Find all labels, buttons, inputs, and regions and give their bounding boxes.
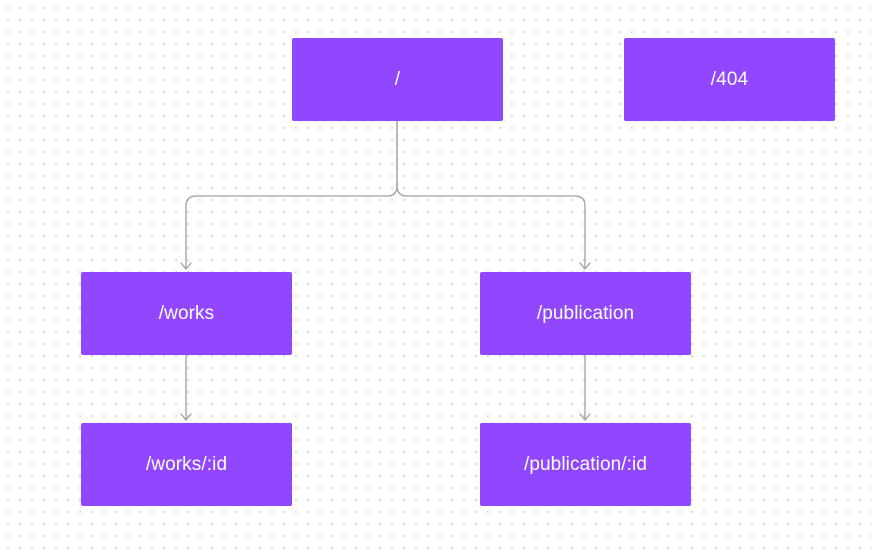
node-not-found[interactable]: /404 [624,38,835,121]
node-root[interactable]: / [292,38,503,121]
node-publication-label: /publication [536,302,635,324]
edge-root-to-publication [396,120,586,269]
edge-root-to-works [185,120,398,269]
node-works-id-label: /works/:id [145,453,228,475]
arrowhead-works [180,262,192,270]
node-publication-id[interactable]: /publication/:id [480,423,691,506]
node-works-id[interactable]: /works/:id [81,423,292,506]
node-works-label: /works [158,302,215,324]
node-works[interactable]: /works [81,272,292,355]
arrowhead-publication-id [579,413,591,421]
node-publication[interactable]: /publication [480,272,691,355]
node-root-label: / [394,68,401,90]
node-not-found-label: /404 [710,68,749,90]
node-publication-id-label: /publication/:id [523,453,648,475]
arrowhead-publication [579,262,591,270]
arrowhead-works-id [180,413,192,421]
